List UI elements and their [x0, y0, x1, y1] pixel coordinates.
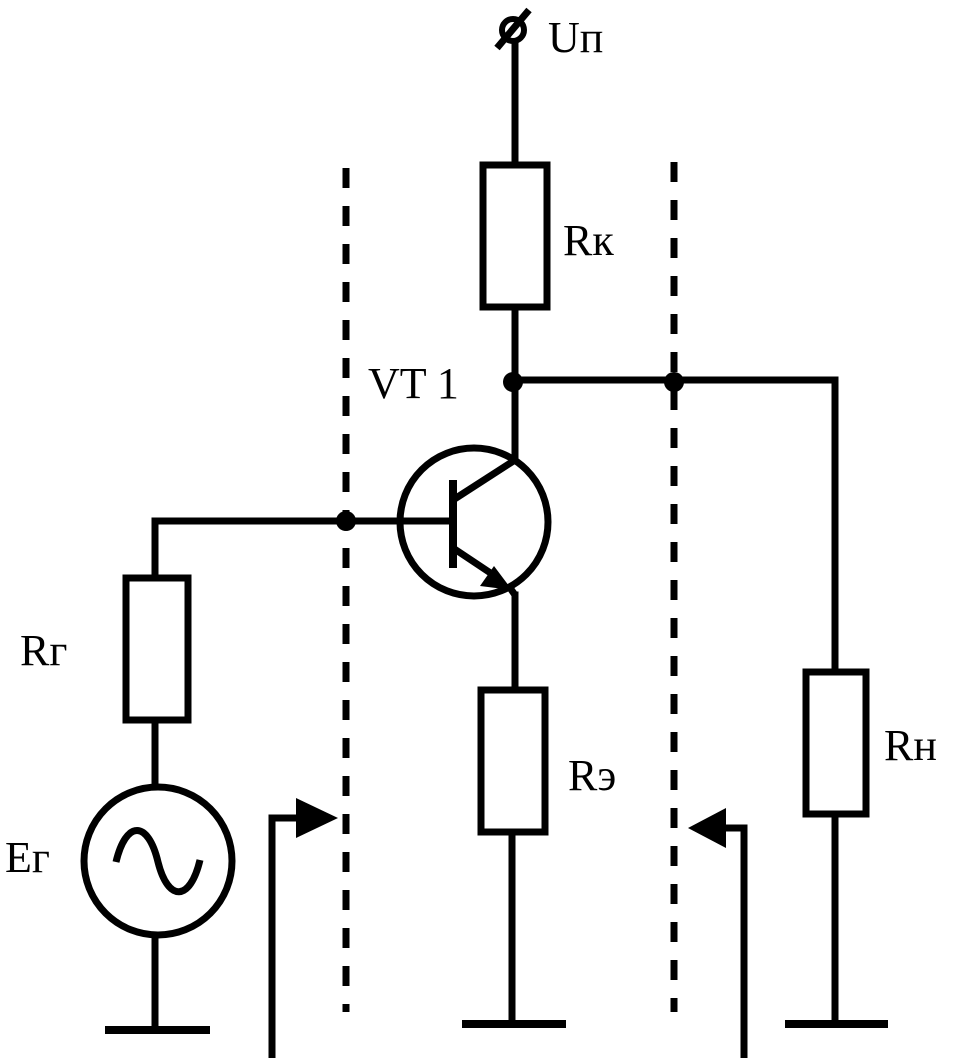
input-arrow [268, 798, 338, 1058]
generator-eg [80, 783, 236, 939]
node-output [664, 372, 684, 392]
transistor-label: VT 1 [368, 359, 459, 408]
supply-label: Uп [548, 13, 603, 62]
eg-label: Ег [5, 833, 50, 882]
rn-label: Rн [884, 721, 937, 770]
re-label: Rэ [568, 751, 616, 800]
resistor-re [477, 686, 549, 836]
supply-terminal [494, 7, 532, 51]
resistor-rk [479, 161, 551, 311]
resistor-rn [802, 668, 870, 818]
rg-label: Rг [20, 626, 67, 675]
wire-input [151, 517, 404, 582]
wire-output [511, 376, 839, 676]
rk-label: Rк [563, 216, 614, 265]
resistor-rg [122, 574, 192, 724]
output-arrow [688, 808, 748, 1058]
transistor-vt1 [396, 444, 552, 600]
